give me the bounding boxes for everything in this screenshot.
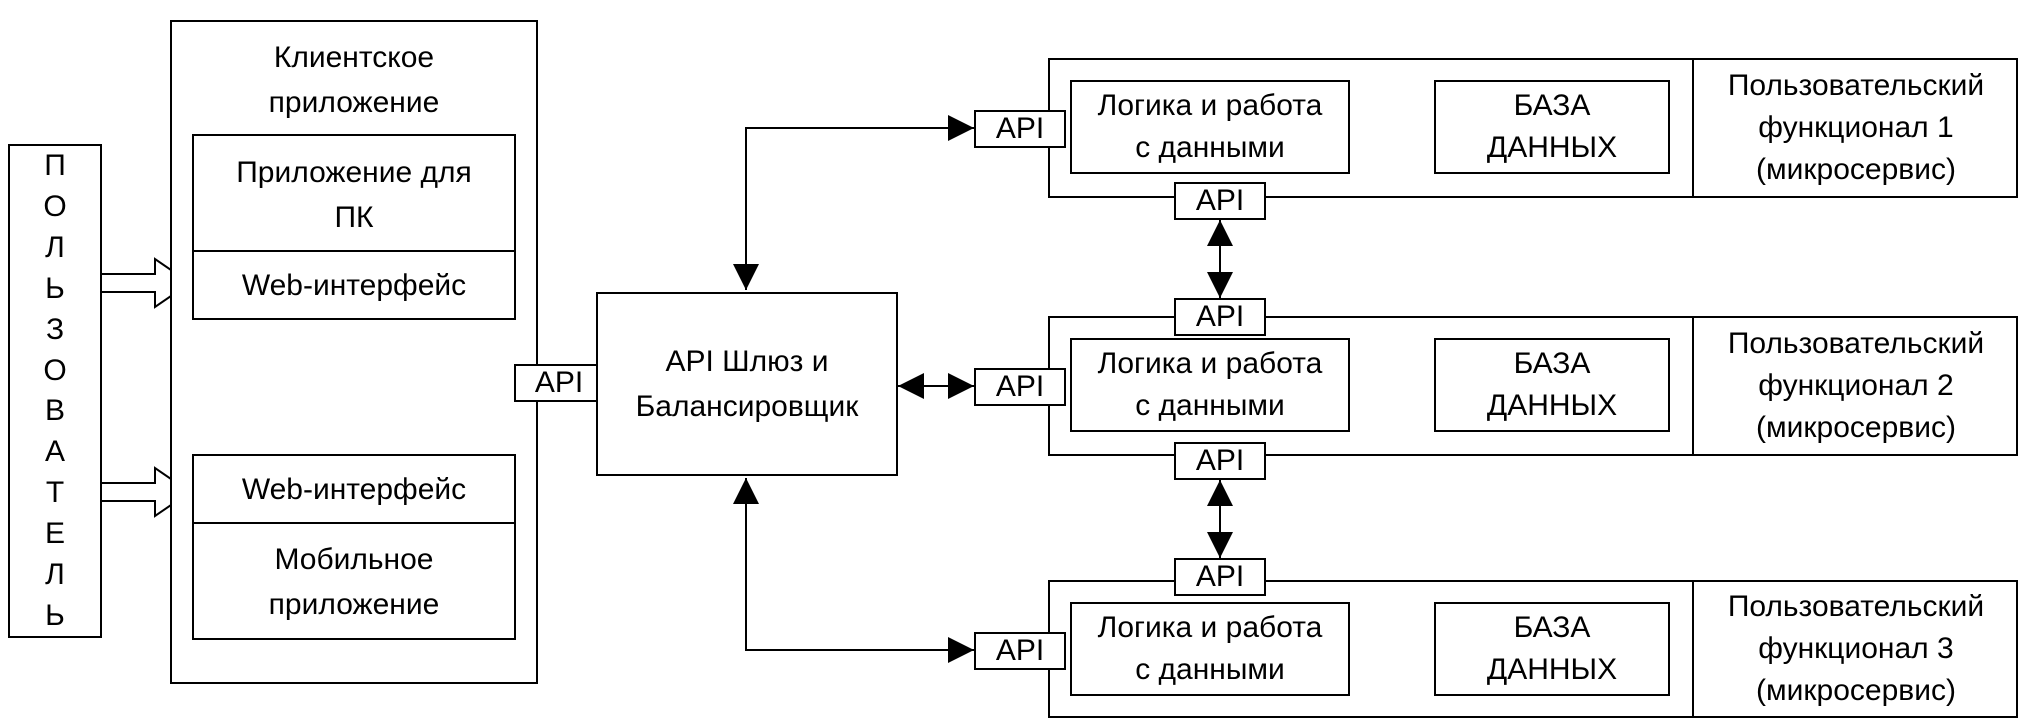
service2-db-label: БАЗА ДАННЫХ xyxy=(1486,347,1618,422)
service1-logic-label: Логика и работа с данными xyxy=(1097,89,1323,164)
user-letter: О xyxy=(43,353,67,387)
api-gateway-label: API Шлюз и Балансировщик xyxy=(635,345,859,423)
service3-name-divider xyxy=(1692,580,1694,718)
client-api-box: API xyxy=(514,364,604,402)
user-letter: В xyxy=(44,394,65,428)
service3-name-label: Пользовательский функционал 3 (микросерв… xyxy=(1727,590,1985,707)
user-letter: Ь xyxy=(45,271,65,305)
mobile-app-label: Мобильное приложение xyxy=(268,543,440,621)
user-letter: Е xyxy=(44,516,65,550)
user-letter: Л xyxy=(45,231,65,265)
user-letter: П xyxy=(44,149,66,183)
user-letter: Ь xyxy=(45,598,65,632)
service2-api-left: API xyxy=(974,368,1066,406)
mobile-app-box xyxy=(192,454,516,640)
service2-api-top: API xyxy=(1174,298,1266,336)
service2-logic-box xyxy=(1070,338,1350,432)
user-letter: З xyxy=(45,312,65,346)
pc-app-box xyxy=(192,134,516,320)
service1-db-label: БАЗА ДАННЫХ xyxy=(1486,89,1618,164)
web-top-label: Web-интерфейс xyxy=(241,268,467,302)
user-letter: Т xyxy=(45,476,65,510)
api-gateway-box xyxy=(596,292,898,476)
service2-api-bottom: API xyxy=(1174,442,1266,480)
service2-name-divider xyxy=(1692,316,1694,456)
pc-app-label: Приложение для ПК xyxy=(236,156,472,234)
web-top-box xyxy=(192,250,516,320)
service3-db-label: БАЗА ДАННЫХ xyxy=(1486,611,1618,686)
service2-logic-label: Логика и работа с данными xyxy=(1097,347,1323,422)
service1-db-box xyxy=(1434,80,1670,174)
service1-name-divider xyxy=(1692,58,1694,198)
service3-db-box xyxy=(1434,602,1670,696)
service1-api-bottom: API xyxy=(1174,182,1266,220)
service2-name-label: Пользовательский функционал 2 (микросерв… xyxy=(1727,327,1985,444)
web-bottom-divider xyxy=(192,522,516,524)
service3-logic-box xyxy=(1070,602,1350,696)
service3-logic-label: Логика и работа с данными xyxy=(1097,611,1323,686)
user-letter: О xyxy=(43,190,67,224)
client-app-title: Клиентское приложение xyxy=(268,41,440,119)
service1-logic-box xyxy=(1070,80,1350,174)
service3-api-left: API xyxy=(974,632,1066,670)
service3-api-top: API xyxy=(1174,558,1266,596)
web-bottom-label: Web-интерфейс xyxy=(241,472,467,506)
user-letter: А xyxy=(44,435,65,469)
service2-db-box xyxy=(1434,338,1670,432)
service1-name-label: Пользовательский функционал 1 (микросерв… xyxy=(1727,69,1985,186)
user-letter: Л xyxy=(45,557,65,591)
service1-api-left: API xyxy=(974,110,1066,148)
gateway-to-service3-line xyxy=(733,478,974,663)
gateway-to-service1-line xyxy=(733,115,974,290)
